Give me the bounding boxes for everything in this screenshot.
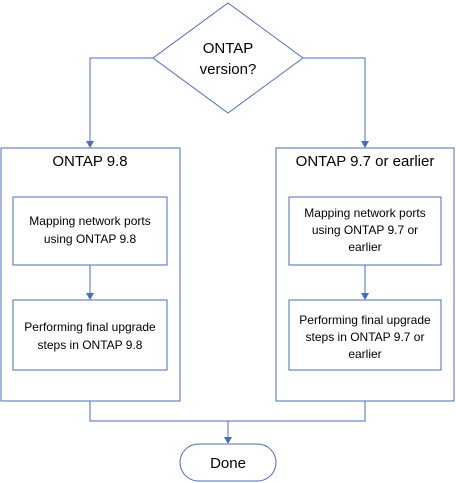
right-step1-line1: Mapping network ports (304, 206, 425, 220)
arrowhead-left-group (86, 141, 94, 148)
left-step2-line2: steps in ONTAP 9.8 (38, 338, 143, 352)
right-step1-box (288, 196, 442, 266)
left-step2-line1: Performing final upgrade (24, 320, 156, 334)
right-step2-line1: Performing final upgrade (299, 313, 431, 327)
right-step2-line3: earlier (348, 347, 381, 361)
left-step1-box (12, 196, 168, 266)
connector-decision-to-right (303, 57, 366, 141)
left-step1-line2: using ONTAP 9.8 (44, 232, 137, 246)
arrowhead-right-step2 (361, 293, 369, 300)
done-label: Done (210, 455, 246, 472)
arrowhead-left-step2 (86, 293, 94, 300)
connector-merge (89, 401, 366, 422)
decision-label-line2: version? (200, 61, 257, 78)
right-step1-line3: earlier (348, 240, 381, 254)
connector-decision-to-left (89, 57, 153, 141)
arrowhead-right-group (361, 141, 369, 148)
left-step1-line1: Mapping network ports (29, 214, 150, 228)
right-step2-box (288, 299, 442, 371)
decision-label-line1: ONTAP (203, 40, 254, 57)
right-step1-line2: using ONTAP 9.7 or (312, 223, 418, 237)
decision-diamond (152, 2, 304, 114)
done-terminal (179, 443, 277, 482)
left-step2-box (12, 299, 168, 371)
right-step2-line2: steps in ONTAP 9.7 or (306, 330, 425, 344)
left-group-title: ONTAP 9.8 (52, 153, 127, 170)
arrowhead-done (224, 437, 232, 444)
right-group-title: ONTAP 9.7 or earlier (296, 153, 435, 170)
